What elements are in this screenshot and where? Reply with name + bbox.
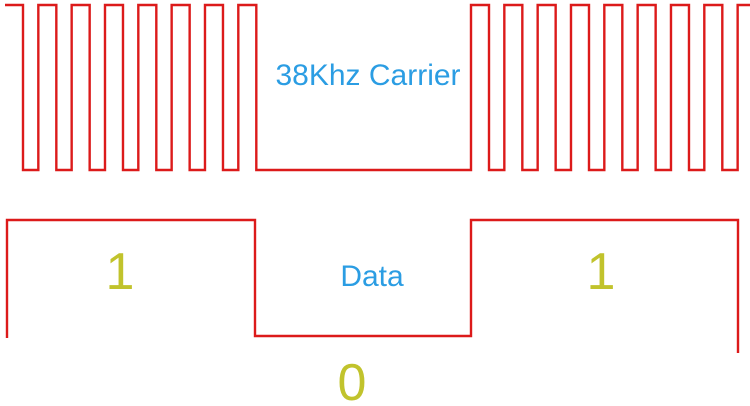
carrier-waveform — [5, 3, 750, 172]
data-waveform — [5, 218, 740, 353]
bit-value-right: 1 — [586, 243, 616, 301]
data-label: Data — [340, 260, 404, 293]
bit-value-middle: 0 — [337, 354, 367, 406]
carrier-label: 38Khz Carrier — [275, 59, 461, 92]
bit-value-left: 1 — [105, 243, 135, 301]
